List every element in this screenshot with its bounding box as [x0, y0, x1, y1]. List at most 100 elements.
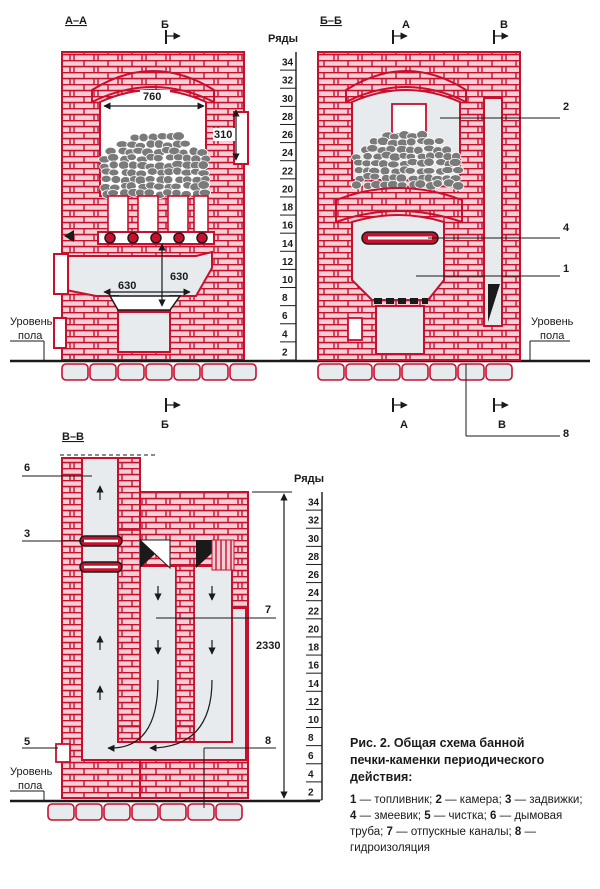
stone [153, 182, 165, 191]
caption-title-line2: печки-каменки периодического [350, 753, 545, 767]
stone [432, 179, 443, 188]
stone [388, 132, 400, 141]
stone [138, 132, 149, 143]
dim-2330: 2330 [256, 640, 280, 652]
cut-label-a-bottom: А [400, 419, 408, 431]
row-number: 10 [308, 715, 320, 726]
foundation-block [75, 803, 103, 821]
legend-number: 4 [350, 810, 357, 822]
row-number: 12 [282, 257, 294, 268]
cut-label-v-bottom: В [498, 419, 506, 431]
stone [452, 181, 465, 191]
stone [179, 139, 191, 148]
stone [361, 159, 372, 168]
row-number: 18 [308, 643, 320, 654]
foundation-block [89, 363, 117, 381]
foundation-block [61, 363, 89, 381]
stone [423, 157, 435, 167]
foundation-block [345, 363, 373, 381]
dim-760-a: 760 [143, 91, 161, 103]
stone [379, 166, 391, 176]
row-number: 6 [308, 751, 314, 762]
rows-label-top: Ряды [268, 33, 298, 45]
stone [366, 144, 379, 153]
callout-6: 6 [24, 462, 30, 474]
stone [433, 137, 445, 145]
row-number: 22 [282, 166, 294, 177]
channel [193, 195, 209, 233]
channel [167, 195, 189, 233]
row-number: 12 [308, 697, 320, 708]
row-number: 20 [308, 624, 320, 635]
row-number: 14 [282, 239, 294, 250]
stone [362, 152, 373, 161]
stone [405, 137, 417, 147]
foundation-block [457, 363, 485, 381]
row-number: 2 [282, 347, 288, 358]
legend-text: — задвижки; [511, 794, 583, 806]
foundation-block [47, 803, 75, 821]
ash-pit [117, 311, 171, 353]
stone [351, 180, 362, 190]
cut-label-v-top: В [500, 19, 508, 31]
row-number: 32 [308, 516, 320, 527]
caption-title-line3: действия: [350, 770, 413, 784]
row-number: 14 [308, 679, 320, 690]
callout-1: 1 [563, 263, 569, 275]
row-number: 26 [308, 570, 320, 581]
row-number: 8 [308, 733, 314, 744]
legend-text: — дымовая труба; [350, 810, 563, 838]
legend-text: — отпуск­ные каналы; [392, 826, 515, 838]
dim-630-v: 630 [170, 271, 188, 283]
dim-630-h: 630 [118, 280, 136, 292]
foundation-block [117, 363, 145, 381]
foundation-block [215, 803, 243, 821]
foundation-block [485, 363, 513, 381]
cut-label-b-top: Б [161, 19, 169, 31]
row-number: 18 [282, 203, 294, 214]
row-number: 30 [282, 94, 294, 105]
row-number: 16 [308, 661, 320, 672]
row-number: 4 [308, 769, 314, 780]
row-number: 8 [282, 293, 288, 304]
stone [146, 167, 158, 176]
channel [137, 195, 159, 233]
row-number: 30 [308, 534, 320, 545]
cleanout-door [53, 317, 67, 349]
section-aa-label: А–А [65, 15, 87, 27]
caption-legend: 1 — топливник; 2 — камера; 3 — задвижки;… [350, 792, 590, 856]
row-number: 20 [282, 184, 294, 195]
stone [387, 160, 400, 169]
stone [422, 167, 436, 175]
foundation-block [429, 363, 457, 381]
foundation-block [229, 363, 257, 381]
firebox-door [53, 253, 69, 295]
row-number: 10 [282, 275, 294, 286]
stone [414, 179, 427, 189]
legend-number: 8 [514, 826, 522, 838]
floor-label-b1: Уровень [10, 766, 53, 778]
firebox-bb [351, 214, 445, 301]
stone [197, 180, 210, 190]
stone [100, 174, 112, 183]
floor-label-r2: пола [540, 330, 565, 342]
stone [452, 166, 465, 175]
floor-label-l1: Уровень [10, 316, 53, 328]
foundation-block [401, 363, 429, 381]
section-vv-label: В–В [62, 431, 84, 443]
stone [395, 173, 408, 184]
legend-text: — гидроизоляция [350, 826, 536, 854]
row-number: 34 [308, 498, 320, 509]
callout-5: 5 [24, 736, 30, 748]
foundation-block [103, 803, 131, 821]
foundation-block [201, 363, 229, 381]
row-number: 32 [282, 76, 294, 87]
section-aa: А–А Б [53, 15, 257, 431]
floor-label-b2: пола [18, 780, 43, 792]
row-number: 16 [282, 221, 294, 232]
stone [162, 188, 173, 197]
row-number: 24 [282, 148, 294, 159]
callout-2: 2 [563, 101, 569, 113]
coil-pipes [104, 232, 208, 244]
foundation [47, 803, 243, 821]
